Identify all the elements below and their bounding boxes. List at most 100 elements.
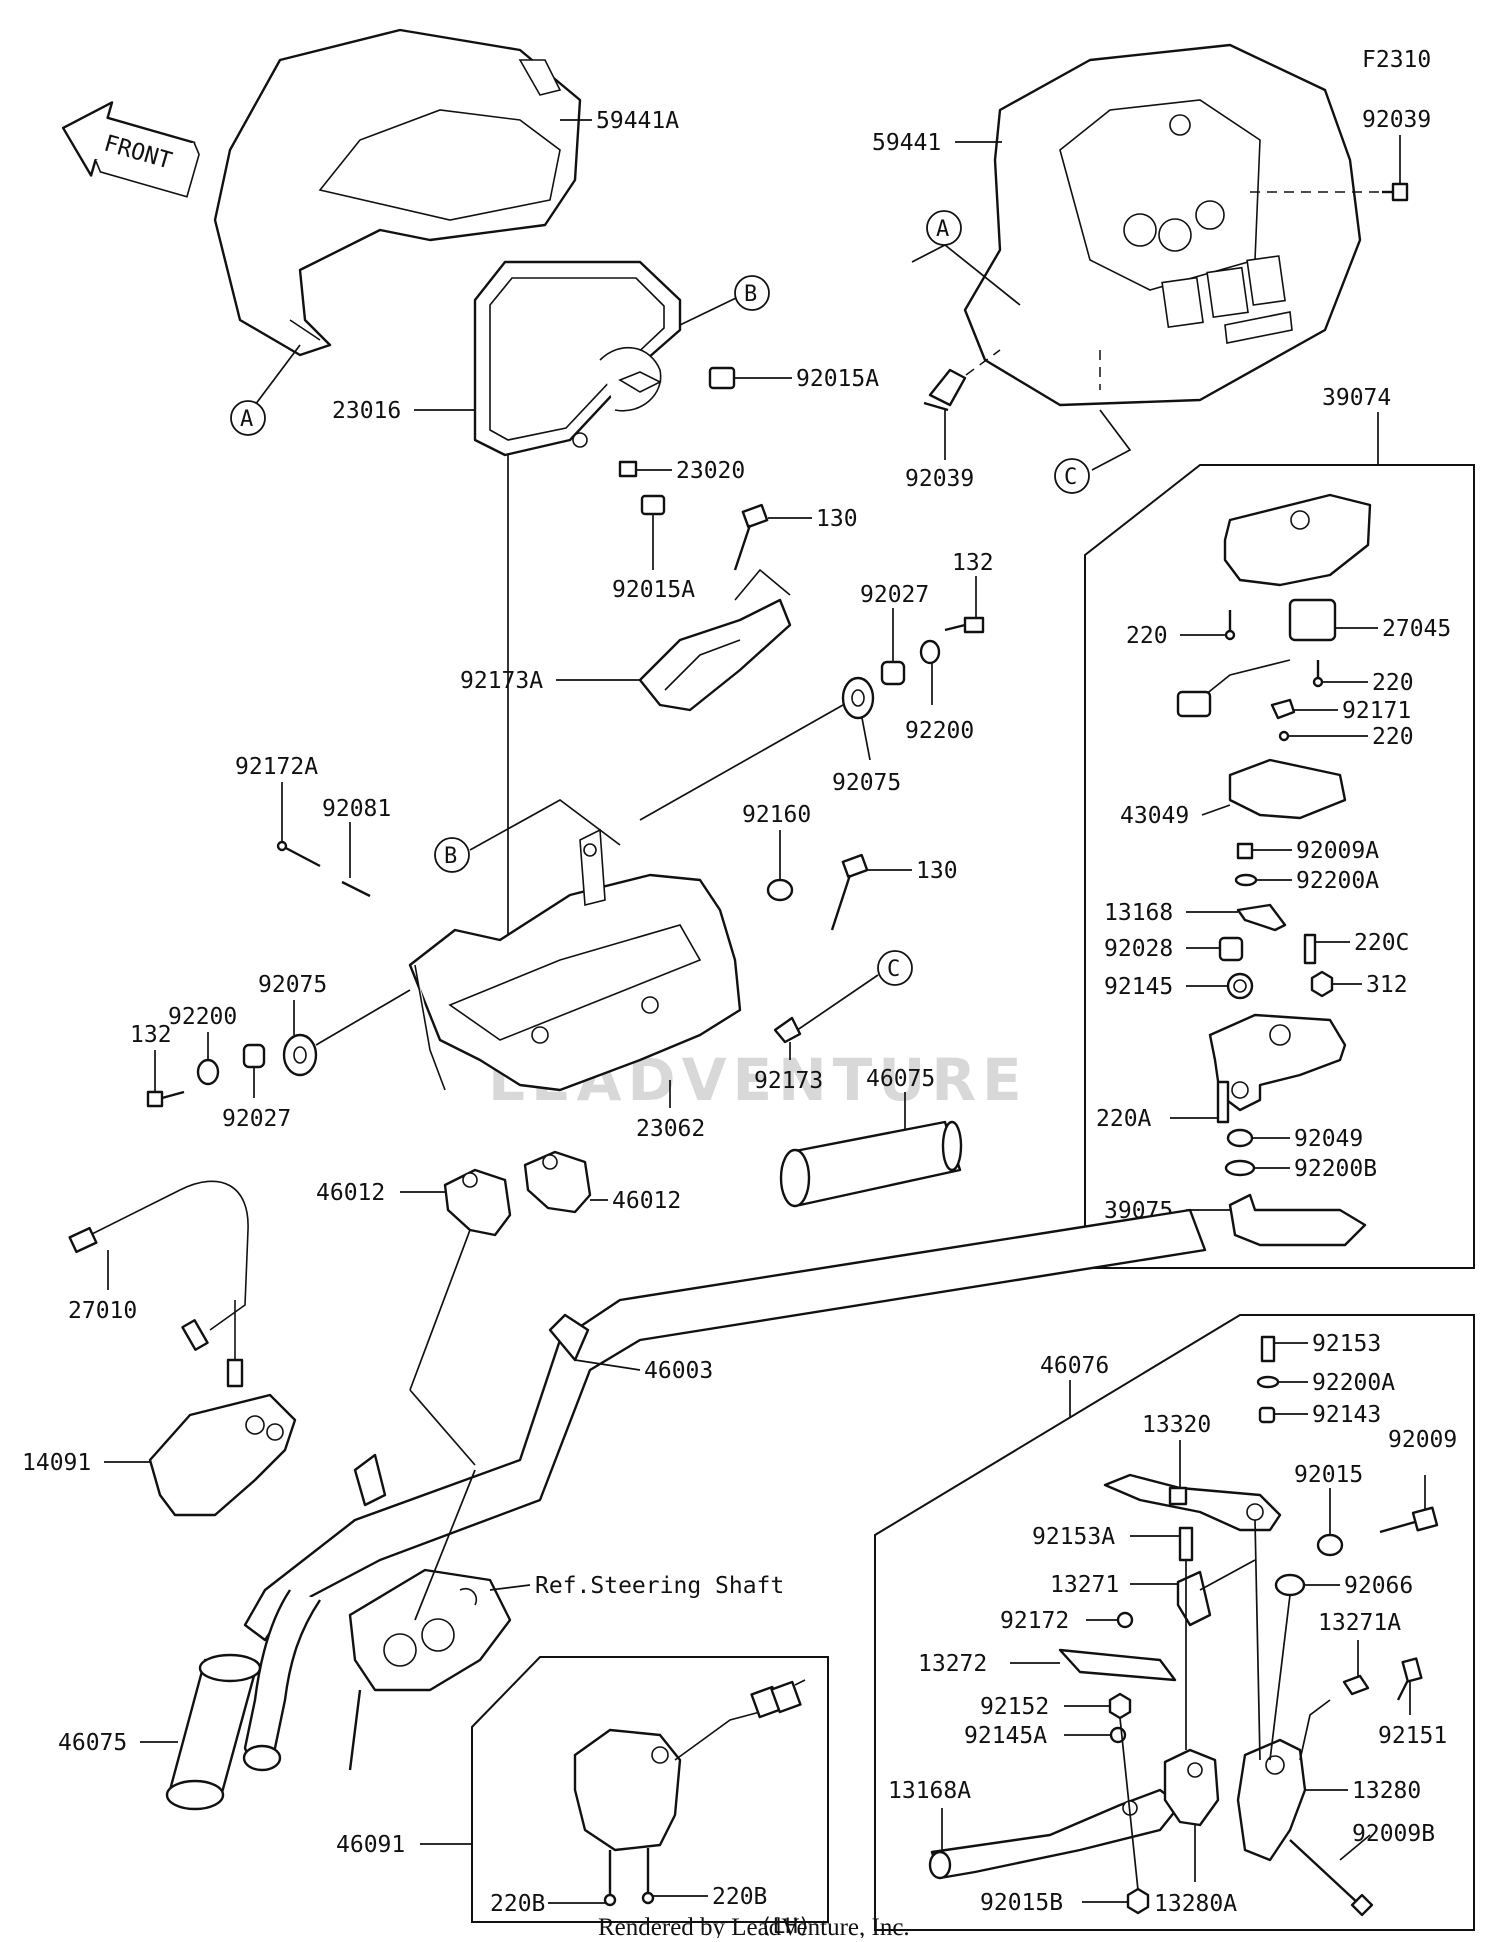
washer-92200-left: [196, 1058, 220, 1086]
screw-92153A: [1178, 1526, 1194, 1562]
cable-27010: [68, 1180, 249, 1388]
label-92152: 92152: [980, 1694, 1049, 1720]
plate-13271A: [1342, 1674, 1370, 1696]
plate-13272: [1058, 1648, 1177, 1682]
holder-46012-left: [443, 1168, 512, 1237]
front-arrow: FRONT: [61, 101, 200, 198]
callout-b-top-text: B: [744, 282, 757, 307]
label-92145A: 92145A: [964, 1723, 1047, 1749]
callout-c-mid-text: C: [887, 957, 900, 982]
label-92171: 92171: [1342, 698, 1411, 724]
throttle-housing: [1208, 1013, 1347, 1112]
label-220-2: 220: [1372, 670, 1414, 696]
bracket-13271: [1176, 1570, 1212, 1627]
grip-46075-left: [165, 1653, 262, 1811]
wheel-92015: [1316, 1533, 1344, 1557]
callout-a-left-text: A: [240, 407, 253, 432]
label-92081: 92081: [322, 796, 391, 822]
bolt-130-top: [733, 503, 769, 571]
label-92015B: 92015B: [980, 1890, 1063, 1916]
label-92028: 92028: [1104, 936, 1173, 962]
screw-92172: [1116, 1611, 1134, 1629]
label-220B-2: 220B: [712, 1884, 767, 1910]
lever-13168: [1236, 903, 1287, 932]
collar-92143: [1258, 1406, 1276, 1424]
label-92027-left: 92027: [222, 1106, 291, 1132]
nut-23020: [618, 460, 638, 478]
label-92172A: 92172A: [235, 754, 318, 780]
washer-92200B: [1224, 1159, 1256, 1177]
bracket-92173A: [638, 568, 792, 712]
bracket-23062: [408, 828, 742, 1092]
clip-92015A-1: [708, 366, 736, 390]
adjuster-92009: [1379, 1506, 1439, 1534]
label-46003: 46003: [644, 1358, 713, 1384]
label-92172: 92172: [1000, 1608, 1069, 1634]
screw-220-1: [1224, 610, 1236, 641]
screw-92151: [1396, 1657, 1423, 1701]
label-92200B: 92200B: [1294, 1156, 1377, 1182]
label-92049: 92049: [1294, 1126, 1363, 1152]
label-23016: 23016: [332, 398, 401, 424]
collar-92027-right: [880, 660, 906, 686]
collar-92028: [1218, 936, 1244, 962]
label-92145: 92145: [1104, 974, 1173, 1000]
label-27010: 27010: [68, 1298, 137, 1324]
bolt-130-low: [830, 853, 869, 931]
callout-c-top-text: C: [1064, 465, 1077, 490]
label-39074: 39074: [1322, 385, 1391, 411]
callout-c-mid: C: [789, 950, 913, 1036]
label-13320: 13320: [1142, 1412, 1211, 1438]
label-92153: 92153: [1312, 1331, 1381, 1357]
label-ref-steering-shaft: Ref.Steering Shaft: [535, 1573, 784, 1599]
label-92039-low: 92039: [905, 466, 974, 492]
collar-92160: [766, 878, 794, 902]
label-92173A: 92173A: [460, 668, 543, 694]
label-13280: 13280: [1352, 1778, 1421, 1804]
label-13168: 13168: [1104, 900, 1173, 926]
label-92066: 92066: [1344, 1573, 1413, 1599]
diagram-code: F2310: [1362, 47, 1431, 73]
label-92075-right: 92075: [832, 770, 901, 796]
label-220C: 220C: [1354, 930, 1409, 956]
label-92039-top: 92039: [1362, 107, 1431, 133]
callout-b-mid: B: [434, 798, 621, 873]
steering-holder: [348, 1568, 512, 1771]
label-13168A: 13168A: [888, 1778, 971, 1804]
label-92153A: 92153A: [1032, 1524, 1115, 1550]
label-92173: 92173: [754, 1068, 823, 1094]
pad-43049: [1228, 758, 1347, 820]
label-23062: 23062: [636, 1116, 705, 1142]
label-132-right: 132: [952, 550, 994, 576]
label-46012-right: 46012: [612, 1188, 681, 1214]
screw-92172A: [276, 840, 321, 868]
label-92160: 92160: [742, 802, 811, 828]
label-132-left: 132: [130, 1022, 172, 1048]
washer-92200-right: [919, 639, 941, 665]
label-220-3: 220: [1372, 724, 1414, 750]
screw-220A: [1216, 1080, 1230, 1124]
nut-92152: [1108, 1692, 1132, 1720]
screw-220C: [1303, 933, 1317, 965]
label-23020: 23020: [676, 458, 745, 484]
screw-220B-2: [641, 1848, 655, 1905]
label-46012-left: 46012: [316, 1180, 385, 1206]
washer-92200A-2: [1256, 1375, 1280, 1389]
label-27045: 27045: [1382, 616, 1451, 642]
handlebar-46003: [242, 1208, 1207, 1772]
label-92200A-2: 92200A: [1312, 1370, 1395, 1396]
callout-c-top: C: [1054, 350, 1132, 494]
frame-46076: [874, 1314, 1475, 1931]
screw-92039-top: [1382, 182, 1409, 202]
callout-a-right: A: [911, 210, 1021, 306]
label-92015A-1: 92015A: [796, 366, 879, 392]
label-14091: 14091: [22, 1450, 91, 1476]
label-59441: 59441: [872, 130, 941, 156]
label-312: 312: [1366, 972, 1408, 998]
upper-cover-59441A: [213, 28, 582, 357]
clip-92171: [1270, 698, 1296, 720]
nut-92015B: [1126, 1887, 1150, 1915]
collar-92027-left: [242, 1043, 266, 1069]
label-13271: 13271: [1050, 1572, 1119, 1598]
